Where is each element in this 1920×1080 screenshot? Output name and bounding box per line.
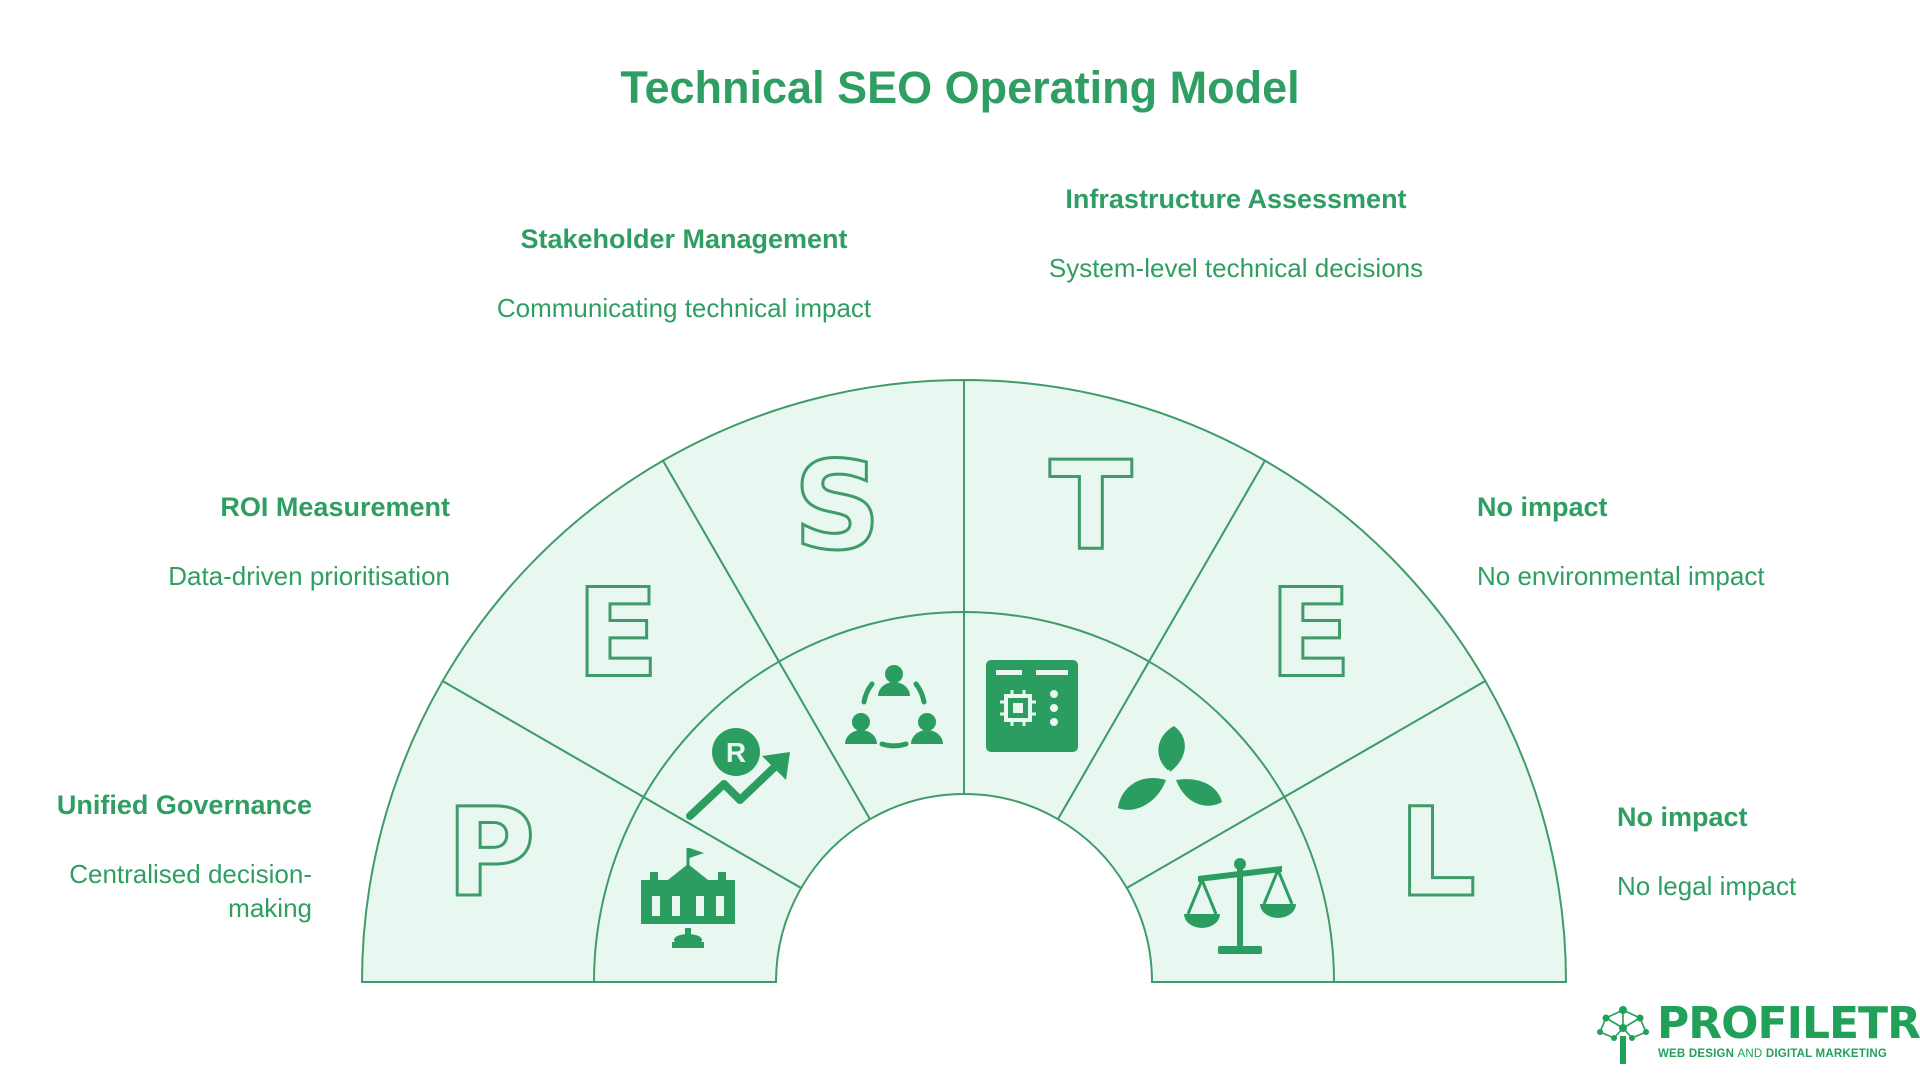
- inner-ring: [592, 610, 1336, 983]
- segment-heading: Infrastructure Assessment: [1065, 184, 1407, 214]
- segment-label-p: Unified Governance Centralised decision-…: [20, 786, 312, 925]
- leaves-icon: [1118, 726, 1222, 810]
- segment-description: No environmental impact: [1477, 561, 1765, 591]
- segment-heading: ROI Measurement: [220, 492, 450, 522]
- scales-icon: [1184, 858, 1296, 954]
- segment-label-l: No impact No legal impact: [1617, 798, 1907, 903]
- inner-segment-6: [1125, 795, 1336, 983]
- chip-panel-icon: [986, 660, 1078, 752]
- segment-description: Centralised decision-making: [69, 859, 312, 923]
- page-title: Technical SEO Operating Model: [620, 62, 1300, 113]
- segment-letter: P: [446, 782, 535, 924]
- segment-heading: Unified Governance: [56, 790, 312, 820]
- segment-heading: Stakeholder Management: [520, 224, 848, 254]
- svg-text:R: R: [726, 737, 746, 768]
- government-building-icon: [641, 848, 735, 948]
- segment-label-s: Stakeholder Management Communicating tec…: [484, 220, 884, 325]
- logo-tagline-b: AND: [1737, 1048, 1763, 1060]
- segment-description: Communicating technical impact: [496, 293, 872, 323]
- segment-letter: L: [1398, 782, 1476, 924]
- segment-icons: R: [641, 660, 1296, 954]
- segment-heading: No impact: [1477, 492, 1608, 522]
- logo-tagline-c: DIGITAL MARKETING: [1765, 1048, 1887, 1060]
- segment-label-e-economic: ROI Measurement Data-driven prioritisati…: [100, 488, 450, 593]
- segment-label-e-environmental: No impact No environmental impact: [1477, 488, 1897, 593]
- people-network-icon: [845, 665, 943, 749]
- segment-description: Data-driven prioritisation: [168, 561, 450, 591]
- logo-tagline-a: WEB DESIGN: [1658, 1048, 1735, 1060]
- logo-brand: PROFILETREE: [1657, 998, 1920, 1049]
- segment-description: System-level technical decisions: [1048, 253, 1424, 283]
- segment-letter: T: [1049, 436, 1132, 578]
- logo-tagline: WEB DESIGN AND DIGITAL MARKETING: [1658, 1048, 1887, 1060]
- segment-description: No legal impact: [1617, 871, 1797, 901]
- profiletree-logo: PROFILETREE WEB DESIGN AND DIGITAL MARKE…: [1592, 998, 1920, 1066]
- currency-growth-icon: R: [686, 728, 790, 820]
- outer-ring: [360, 378, 1568, 983]
- segment-letter: E: [1269, 563, 1352, 705]
- segment-letter: E: [576, 563, 659, 705]
- segment-letter: S: [793, 436, 881, 578]
- tree-network-icon: [1597, 1006, 1649, 1064]
- segment-label-t: Infrastructure Assessment System-level t…: [1036, 180, 1436, 285]
- segment-heading: No impact: [1617, 802, 1748, 832]
